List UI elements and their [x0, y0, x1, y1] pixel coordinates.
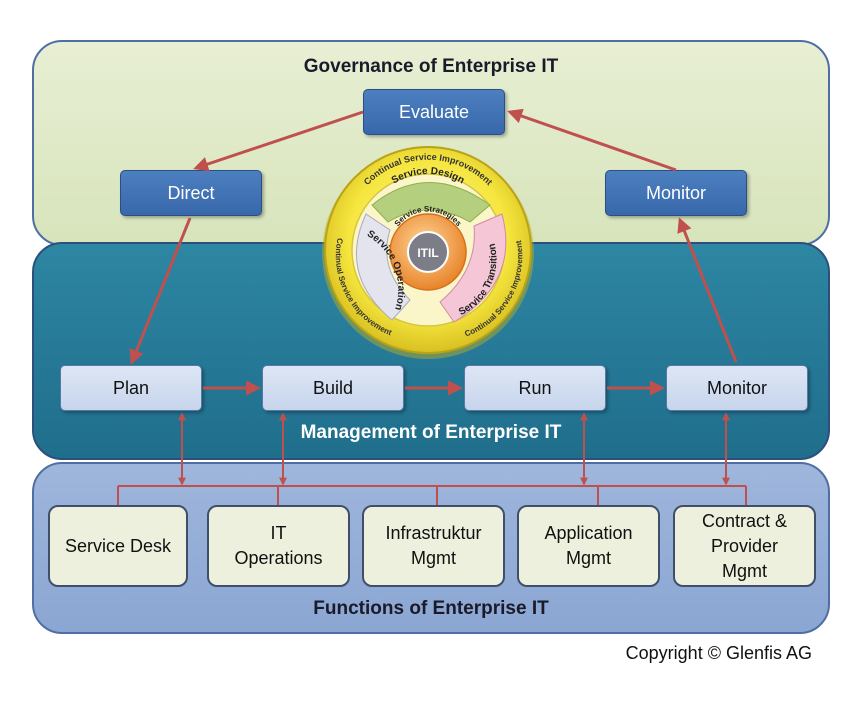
copyright-text: Copyright © Glenfis AG	[625, 643, 812, 663]
monitor-to-evaluate-arrow	[507, 108, 677, 172]
mgmt-monitor-to-gov-monitor-arrow	[677, 217, 738, 363]
application-mgmt-box[interactable]: Application Mgmt	[517, 505, 660, 587]
it-operations-box[interactable]: IT Operations	[207, 505, 350, 587]
service-desk-box[interactable]: Service Desk	[48, 505, 188, 587]
itil-center-label: ITIL	[417, 246, 438, 260]
function-connectors	[117, 412, 747, 505]
direct-box[interactable]: Direct	[120, 170, 262, 216]
evaluate-box[interactable]: Evaluate	[363, 89, 505, 135]
management-monitor-box[interactable]: Monitor	[666, 365, 808, 411]
itil-wheel: ITIL Continual Service Improvement Conti…	[322, 146, 534, 359]
plan-box[interactable]: Plan	[60, 365, 202, 411]
infrastruktur-mgmt-box[interactable]: Infrastruktur Mgmt	[362, 505, 505, 587]
direct-to-plan-arrow	[129, 217, 192, 365]
evaluate-to-direct-arrow	[193, 110, 364, 172]
contract-provider-mgmt-box[interactable]: Contract & Provider Mgmt	[673, 505, 816, 587]
functions-title: Functions of Enterprise IT	[313, 598, 549, 619]
service-transition-segment	[439, 213, 507, 323]
management-title: Management of Enterprise IT	[300, 422, 562, 443]
service-design-segment	[371, 182, 491, 223]
governance-monitor-box[interactable]: Monitor	[605, 170, 747, 216]
service-operation-segment	[355, 213, 411, 321]
governance-title: Governance of Enterprise IT	[303, 56, 559, 77]
build-box[interactable]: Build	[262, 365, 404, 411]
governance-arrows	[129, 108, 738, 365]
run-box[interactable]: Run	[464, 365, 606, 411]
